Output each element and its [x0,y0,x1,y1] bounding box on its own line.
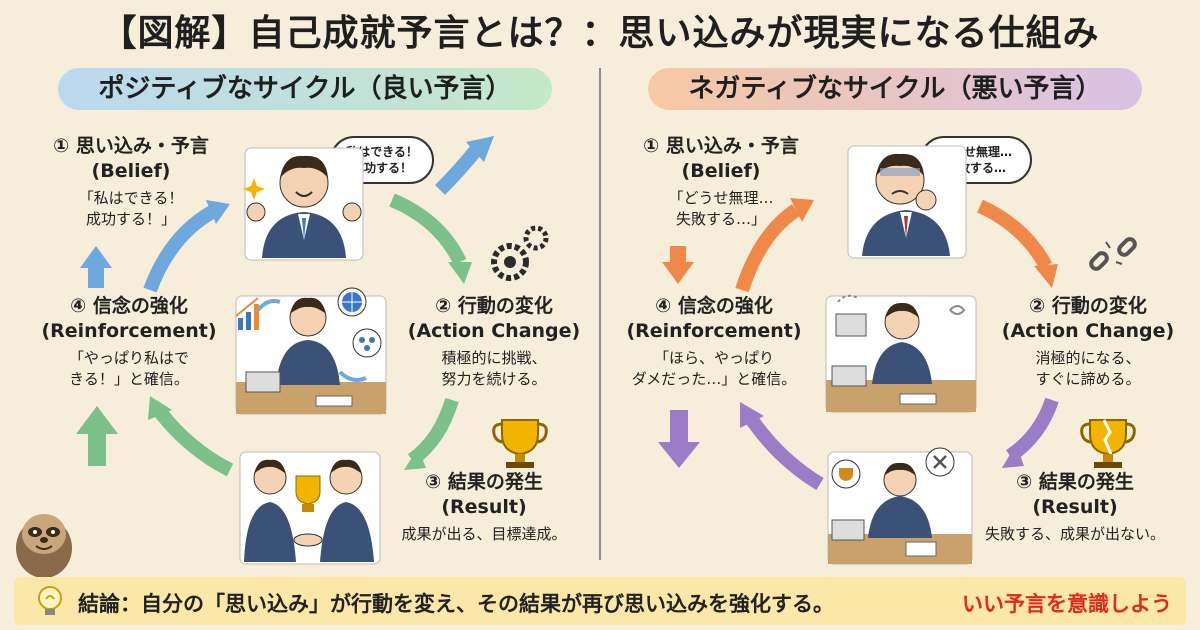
arrow-action-to-result [1002,397,1059,468]
step-note: 「ほら、やっぱり ダメだった…」と確信。 [604,348,824,390]
tired-person-illustration [825,295,977,413]
positive-step-reinforcement: ④ 信念の強化 (Reinforcement) 「やっぱり私はで きる！」と確信… [24,294,234,390]
step-note-line: 消極的になる、 [1035,349,1141,367]
positive-cycle-graphics [76,136,549,565]
step-subheading: (Reinforcement) [626,320,802,342]
step-note: 失敗する、成果が出ない。 [964,524,1186,545]
broken-trophy-small-icon [831,459,861,489]
step-heading: ① 思い込み・予言 [643,135,799,157]
step-subheading: (Belief) [681,160,761,182]
conclusion-text: 結論：自分の「思い込み」が行動を変え、その結果が再び思い込みを強化する。 [78,592,834,616]
gear-icon [523,225,549,251]
step-note-line: きる！」と確信。 [69,370,189,388]
confident-person-illustration [244,147,364,261]
defeated-person-illustration [827,451,973,565]
arrow-action-to-result [404,397,459,470]
step-note-line: 失敗する…」 [675,210,766,228]
step-heading: ④ 信念の強化 [655,295,773,317]
step-note: 「どうせ無理… 失敗する…」 [616,188,826,230]
step-note: 「やっぱり私はで きる！」と確信。 [24,348,234,390]
step-subheading: (Result) [1032,496,1118,518]
positive-step-belief: ① 思い込み・予言 (Belief) 「私はできる！ 成功する！」 [26,134,236,230]
trophy-icon [492,419,548,468]
negative-cycle-header: ネガティブなサイクル（悪い予言） [648,68,1142,110]
team-icon [352,328,382,358]
broken-trophy-icon [1080,419,1136,468]
arrow-reinforcement-to-belief [735,198,814,293]
positive-cycle-header: ポジティブなサイクル（良い予言） [58,68,552,110]
step-note-line: 「ほら、やっぱり [653,349,774,367]
arrow-result-to-reinforcement [148,396,234,477]
working-person-illustration [235,295,387,415]
step-note-line: 「どうせ無理… [668,189,774,207]
negative-step-reinforcement: ④ 信念の強化 (Reinforcement) 「ほら、やっぱり ダメだった…」… [604,294,824,390]
negative-step-belief: ① 思い込み・予言 (Belief) 「どうせ無理… 失敗する…」 [616,134,826,230]
step-note: 「私はできる！ 成功する！」 [26,188,236,230]
center-divider [599,68,601,560]
down-arrow-small [662,246,694,284]
step-note-line: ダメだった…」と確信。 [631,370,797,388]
bar-chart-icon [235,297,259,330]
step-heading: ② 行動の変化 [1029,295,1147,317]
step-note-line: 積極的に挑戦、 [441,349,547,367]
lightbulb-icon [38,586,62,615]
sparkle-icon [243,178,265,200]
step-heading: ① 思い込み・予言 [53,135,209,157]
step-subheading: (Action Change) [1001,320,1175,342]
negative-step-result: ③ 結果の発生 (Result) 失敗する、成果が出ない。 [964,470,1186,545]
up-arrow-large [76,406,118,466]
step-subheading: (Reinforcement) [41,320,217,342]
down-arrow-large [658,410,700,468]
step-note-line: 「やっぱり私はで [68,349,189,367]
step-subheading: (Belief) [91,160,171,182]
bubble-line: 成功する！ [351,161,412,175]
stress-swirl [949,305,966,315]
step-note: 積極的に挑戦、 努力を続ける。 [394,348,594,390]
step-subheading: (Result) [441,496,527,518]
positive-step-action: ② 行動の変化 (Action Change) 積極的に挑戦、 努力を続ける。 [394,294,594,390]
arrow-result-to-reinforcement [740,402,824,491]
step-note-line: 努力を続ける。 [441,370,547,388]
call-to-action-text: いい予言を意識しよう [962,592,1172,616]
up-arrow-small [80,246,112,288]
negative-step-action: ② 行動の変化 (Action Change) 消極的になる、 すぐに諦める。 [988,294,1188,390]
globe-icon [337,287,367,317]
step-note-line: すぐに諦める。 [1035,370,1141,388]
stress-swirl [837,294,859,303]
step-note: 消極的になる、 すぐに諦める。 [988,348,1188,390]
step-heading: ③ 結果の発生 [425,471,543,493]
step-note-line: 成果が出る、目標達成。 [401,525,567,543]
arrow-belief-to-action [389,193,472,284]
step-note: 成果が出る、目標達成。 [384,524,584,545]
sloth-mascot [16,514,72,578]
cycle-small-arrow [256,299,281,312]
gear-icon [491,243,529,281]
arrow-belief-to-action [977,199,1058,288]
step-heading: ④ 信念の強化 [70,295,188,317]
worried-person-illustration [847,145,967,259]
bubble-line: 私はできる！ [346,145,418,159]
positive-step-result: ③ 結果の発生 (Result) 成果が出る、目標達成。 [384,470,584,545]
cycle-small-arrow [338,370,367,382]
arrow-upward-growth [435,136,494,195]
step-note-line: 「私はできる！ [78,189,184,207]
page-title: 【図解】自己成就予言とは？：思い込みが現実になる仕組み [100,13,1100,54]
step-note-line: 失敗する、成果が出ない。 [984,525,1165,543]
arrow-reinforcement-to-belief [143,200,230,293]
step-heading: ② 行動の変化 [435,295,553,317]
negative-cycle-graphics [658,145,1137,565]
broken-chain-icon [1089,237,1137,271]
step-subheading: (Action Change) [407,320,581,342]
conclusion-banner: 結論：自分の「思い込み」が行動を変え、その結果が再び思い込みを強化する。 いい予… [14,577,1186,625]
step-heading: ③ 結果の発生 [1016,471,1134,493]
step-note-line: 成功する！」 [85,210,176,228]
handshake-trophy-illustration [239,451,381,565]
x-mark-icon [925,447,955,477]
